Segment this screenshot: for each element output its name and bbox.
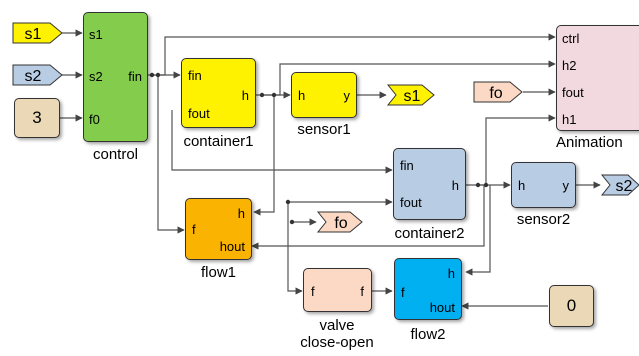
valve-block[interactable]: f f bbox=[303, 268, 372, 312]
flow1-port-h: h bbox=[237, 206, 245, 221]
flow1-block[interactable]: h f hout bbox=[185, 198, 252, 260]
wire-to-container2-fin bbox=[171, 110, 393, 174]
valve-label-line2: close-open bbox=[300, 334, 374, 351]
flow1-port-hout: hout bbox=[219, 239, 245, 254]
container1-port-fout: fout bbox=[188, 106, 210, 121]
constant-0-block[interactable]: 0 bbox=[549, 285, 594, 327]
control-block[interactable]: s1 s2 f0 fin bbox=[83, 12, 148, 142]
container2-port-h: h bbox=[451, 178, 459, 193]
valve-label-line1: valve bbox=[319, 317, 355, 334]
sensor2-block[interactable]: h y bbox=[511, 162, 576, 208]
container1-port-h: h bbox=[241, 88, 249, 103]
sensor2-label: sensor2 bbox=[516, 211, 571, 228]
svg-text:s2: s2 bbox=[25, 68, 42, 85]
svg-text:fo: fo bbox=[334, 215, 347, 232]
flow2-port-hout: hout bbox=[429, 300, 455, 315]
control-label: control bbox=[92, 146, 139, 163]
tag-s1-output: s1 bbox=[386, 84, 435, 106]
tag-fo-output: fo bbox=[316, 211, 363, 233]
constant-3-block[interactable]: 3 bbox=[14, 98, 60, 138]
svg-text:fo: fo bbox=[489, 85, 502, 102]
flow1-port-f: f bbox=[192, 222, 196, 237]
flow2-block[interactable]: h f hout bbox=[394, 258, 462, 320]
svg-text:s1: s1 bbox=[404, 88, 421, 105]
tag-s2-output: s2 bbox=[600, 174, 639, 196]
wire-container2-to-h1 bbox=[478, 114, 556, 186]
container2-port-fin: fin bbox=[400, 158, 414, 173]
sensor2-port-y: y bbox=[562, 178, 570, 193]
flow2-port-f: f bbox=[401, 285, 405, 300]
constant-3-value: 3 bbox=[32, 108, 42, 127]
sensor2-port-h: h bbox=[518, 178, 526, 193]
valve-port-f-out: f bbox=[360, 284, 364, 299]
wire-container1-to-flow1-h bbox=[253, 95, 275, 216]
flow1-label: flow1 bbox=[200, 264, 237, 281]
flow2-port-h: h bbox=[447, 266, 455, 281]
animation-port-fout: fout bbox=[562, 85, 584, 100]
tag-s1-input: s1 bbox=[12, 22, 63, 44]
control-port-s2: s2 bbox=[89, 69, 103, 84]
container2-port-fout: fout bbox=[400, 195, 422, 210]
wire-to-valve-f bbox=[287, 202, 303, 295]
animation-port-h2: h2 bbox=[562, 58, 577, 73]
flow2-label: flow2 bbox=[410, 326, 446, 343]
wire-container2-to-flow1-hout bbox=[251, 185, 485, 250]
animation-label: Animation bbox=[556, 134, 623, 151]
tag-s2-input: s2 bbox=[12, 64, 63, 86]
sensor1-block[interactable]: h y bbox=[291, 72, 357, 118]
container2-label: container2 bbox=[394, 225, 465, 242]
constant-0-value: 0 bbox=[566, 296, 577, 315]
wire-container2-to-flow2-h bbox=[465, 185, 491, 276]
animation-block[interactable]: ctrl h2 fout h1 bbox=[556, 25, 639, 131]
control-port-s1: s1 bbox=[89, 27, 103, 42]
container1-block[interactable]: fin h fout bbox=[181, 58, 256, 128]
wire-control-to-flow1 bbox=[157, 75, 185, 234]
container1-port-fin: fin bbox=[188, 68, 202, 83]
animation-port-ctrl: ctrl bbox=[562, 31, 580, 46]
svg-text:s1: s1 bbox=[25, 26, 42, 43]
tag-fo-input: fo bbox=[473, 81, 523, 103]
control-port-fin: fin bbox=[128, 69, 142, 84]
svg-text:s2: s2 bbox=[616, 178, 633, 195]
sensor1-port-y: y bbox=[343, 88, 351, 103]
sensor1-label: sensor1 bbox=[297, 121, 351, 138]
control-port-f0: f0 bbox=[89, 112, 100, 127]
animation-port-h1: h1 bbox=[562, 112, 577, 127]
container1-label: container1 bbox=[183, 133, 254, 150]
container2-block[interactable]: fin h fout bbox=[393, 148, 466, 220]
wire-container1-to-h2 bbox=[262, 60, 556, 96]
sensor1-port-h: h bbox=[298, 88, 306, 103]
valve-label: valve close-open bbox=[287, 317, 387, 351]
valve-port-f-in: f bbox=[311, 284, 315, 299]
